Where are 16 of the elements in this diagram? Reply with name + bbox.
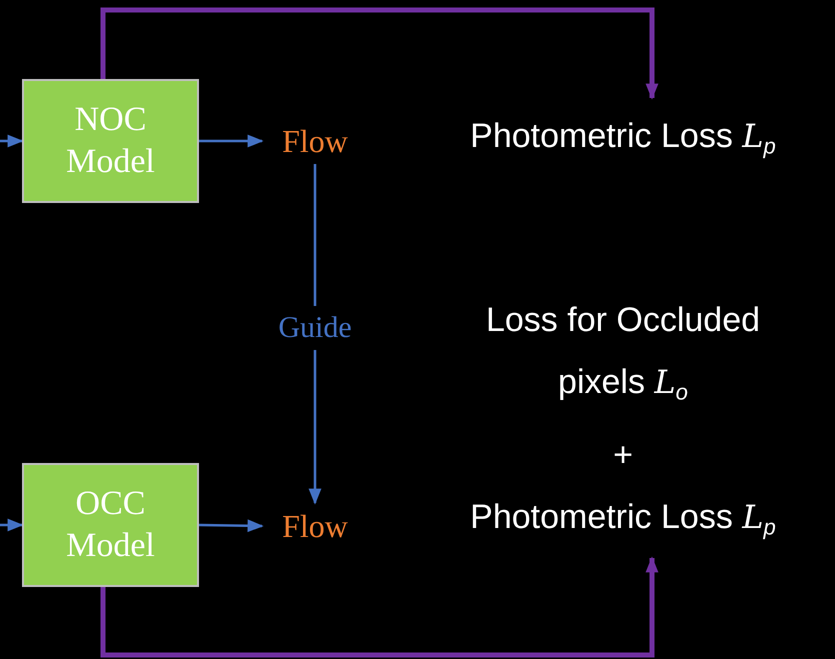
loss-label: Photometric Loss L$_{p}$ — [470, 497, 776, 542]
arrow — [100, 8, 658, 100]
output-label: Flow — [268, 505, 362, 547]
arrow — [308, 350, 322, 505]
output-label: Flow — [268, 120, 362, 162]
arrow — [0, 518, 24, 532]
arrow — [198, 519, 264, 532]
arrow — [100, 556, 658, 658]
arrow — [199, 134, 264, 148]
arrow — [0, 134, 24, 148]
guide-label: Guide — [265, 308, 365, 348]
loss-label: Photometric Loss L$_{p}$ — [418, 100, 828, 182]
process-box: NOC Model — [22, 79, 199, 203]
plus-sign: + — [613, 435, 633, 476]
loss-label: Loss for Occluded pixels L$_{o}$ — [484, 300, 762, 407]
process-box: OCC Model — [22, 463, 199, 587]
